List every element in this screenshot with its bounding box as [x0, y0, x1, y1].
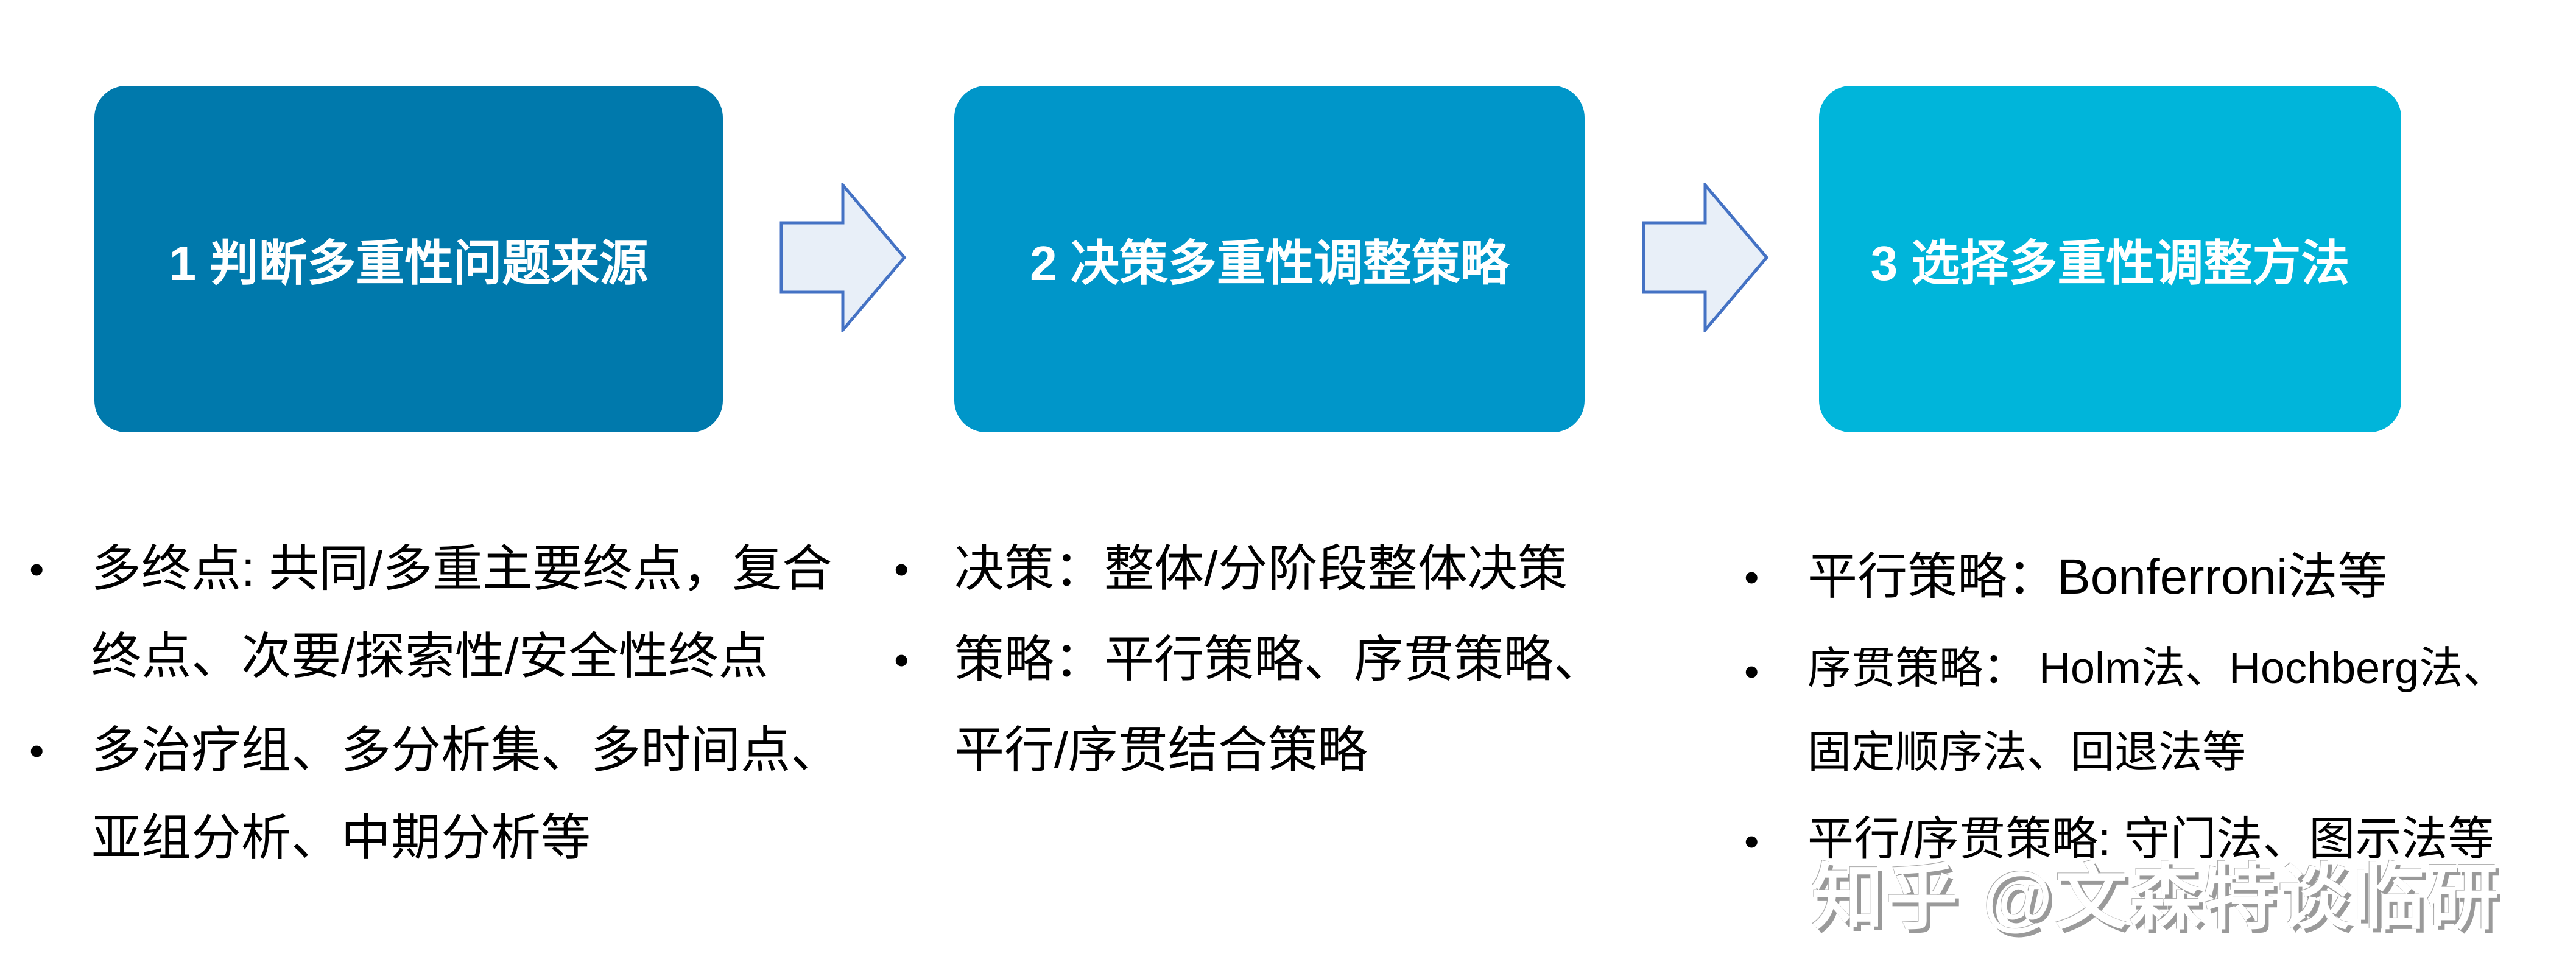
bullet-icon: • — [1744, 553, 1759, 601]
bullet-text: 多终点: 共同/多重主要终点，复合 — [91, 541, 832, 597]
bullet-icon: • — [29, 727, 44, 774]
bullet-text: 平行/序贯结合策略 — [954, 723, 1368, 778]
bullet-text: 策略：平行策略、序贯策略、 — [954, 632, 1604, 687]
bullet-text: 序贯策略： Holm法、Hochberg法、 — [1807, 644, 2507, 693]
watermark: 知乎 @文森特谈临研 — [1812, 858, 2501, 938]
bullet-text: 多治疗组、多分析集、多时间点、 — [91, 723, 841, 778]
step-1-box: 1 判断多重性问题来源 — [94, 86, 723, 432]
bullet-text: 固定顺序法、回退法等 — [1807, 728, 2247, 777]
bullet-icon: • — [1744, 818, 1759, 865]
bullet-icon: • — [894, 636, 909, 684]
bullet-text: 亚组分析、中期分析等 — [91, 810, 591, 866]
step-3-title: 3 选择多重性调整方法 — [1870, 236, 2350, 290]
step-3-box: 3 选择多重性调整方法 — [1819, 86, 2401, 432]
bullet-icon: • — [29, 546, 44, 593]
bullet-icon: • — [1744, 648, 1759, 695]
step-2-box: 2 决策多重性调整策略 — [954, 86, 1585, 432]
step-2-title: 2 决策多重性调整策略 — [1030, 236, 1509, 290]
bullet-text: 决策：整体/分阶段整体决策 — [954, 541, 1568, 597]
right-arrow-icon — [1642, 183, 1769, 332]
bullet-text: 终点、次要/探索性/安全性终点 — [91, 629, 769, 684]
bullet-text: 平行/序贯策略: 守门法、图示法等 — [1807, 813, 2494, 865]
bullet-text: 平行策略：Bonferroni法等 — [1807, 549, 2388, 605]
right-arrow-icon — [779, 183, 907, 332]
step-1-title: 1 判断多重性问题来源 — [169, 236, 649, 290]
bullet-icon: • — [894, 546, 909, 593]
